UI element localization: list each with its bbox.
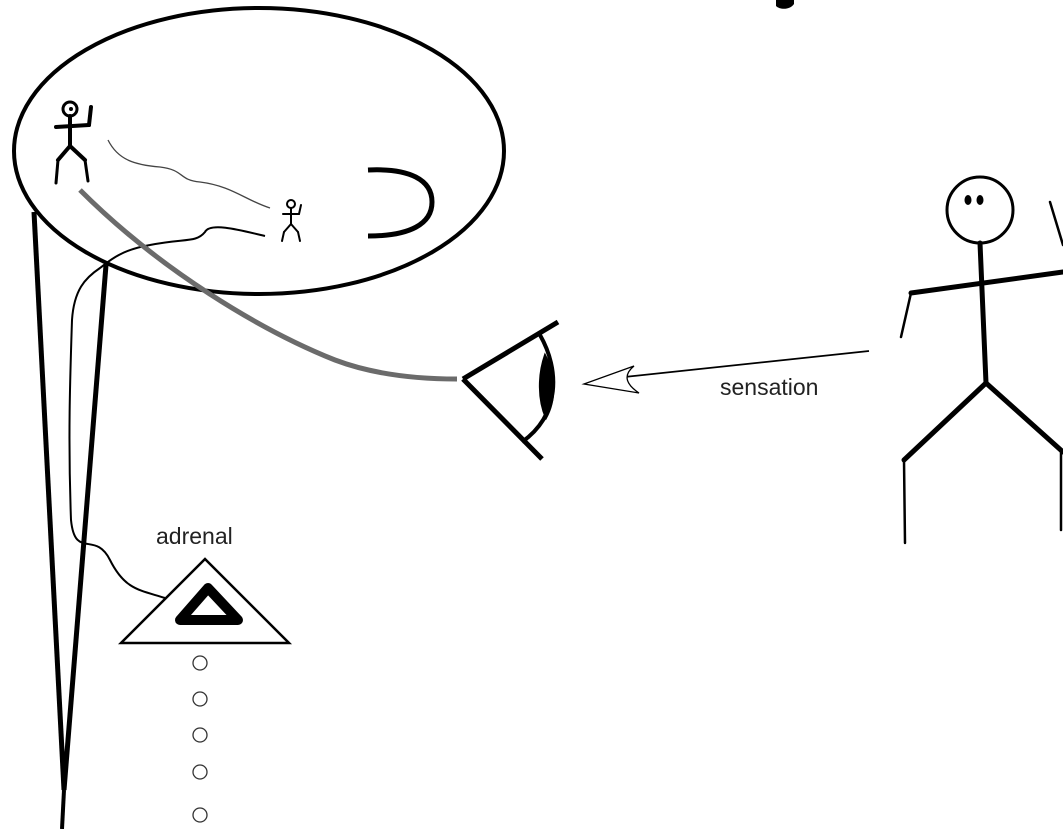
sensation-arrow [581, 350, 870, 394]
external-figure [899, 175, 1063, 545]
mind-bubble [12, 6, 506, 296]
nerve-path [68, 226, 266, 599]
triangle-icon [117, 557, 293, 645]
sensation-label: sensation [720, 374, 819, 400]
eye-icon [461, 319, 560, 461]
circle-icon [192, 655, 208, 823]
thought-line [107, 139, 271, 209]
perception-path [78, 188, 458, 382]
inner-figure-large [54, 100, 93, 185]
bracket-shape [367, 167, 435, 239]
cone-tail [31, 211, 109, 829]
inner-figure-small [281, 199, 302, 242]
adrenal-label: adrenal [156, 523, 233, 549]
cropped-title-fragment [776, 0, 794, 9]
